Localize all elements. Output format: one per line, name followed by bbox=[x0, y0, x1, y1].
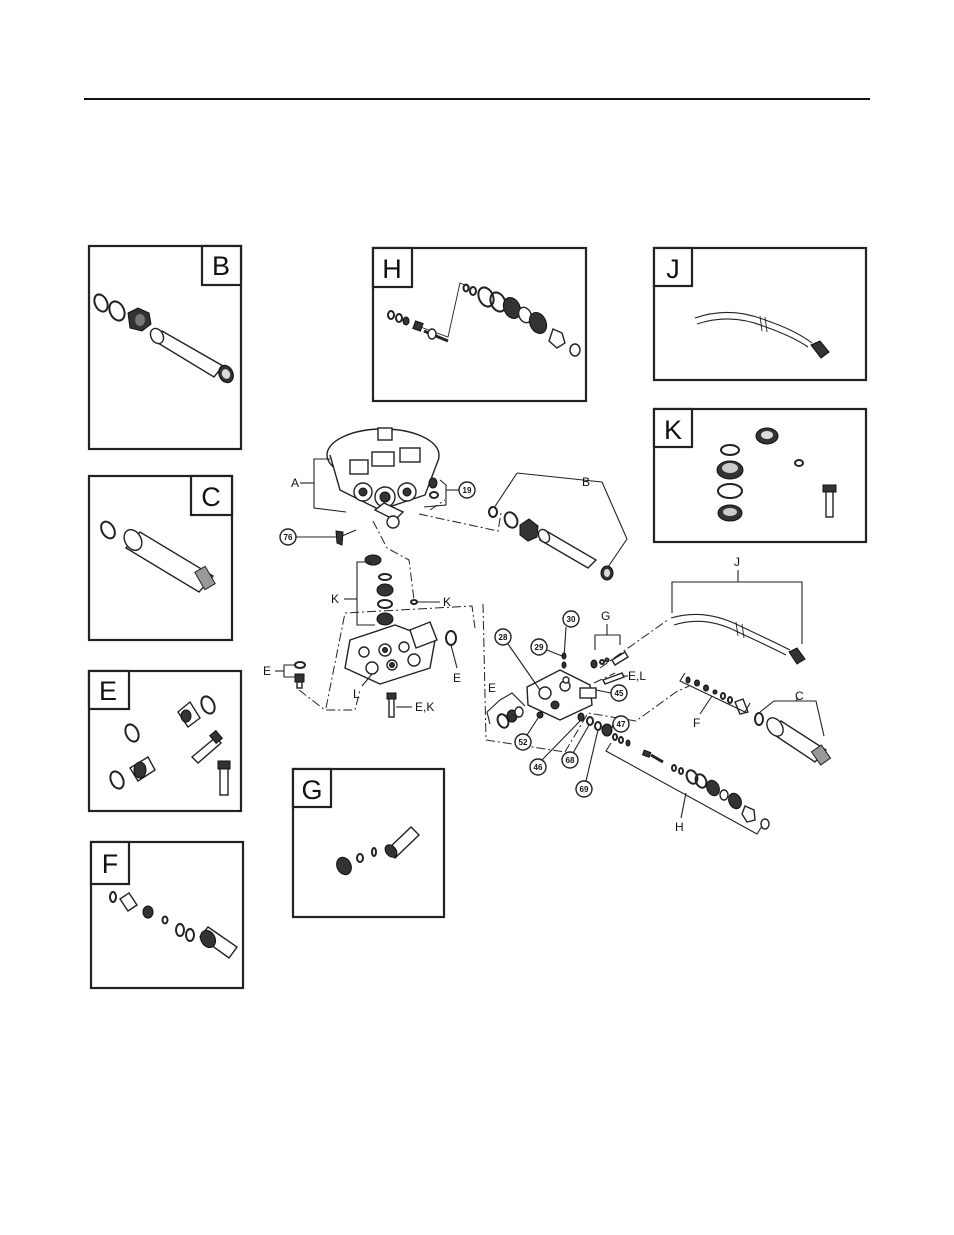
callout-e-k: E,K bbox=[415, 700, 434, 714]
inset-j-letter: J bbox=[666, 254, 680, 284]
outlet-manifold bbox=[527, 670, 596, 720]
inset-f: F bbox=[91, 842, 243, 988]
callout-h: H bbox=[675, 820, 684, 834]
callout-k-left: K bbox=[331, 592, 339, 606]
inset-h: H bbox=[373, 248, 586, 401]
inset-g: G bbox=[293, 769, 444, 917]
callout-a: A bbox=[291, 476, 299, 490]
inset-j: J bbox=[654, 248, 866, 380]
callout-29: 29 bbox=[535, 643, 544, 652]
callout-52: 52 bbox=[519, 738, 528, 747]
callout-28: 28 bbox=[499, 633, 508, 642]
inset-c-letter: C bbox=[201, 482, 221, 512]
inset-k: K bbox=[654, 409, 866, 542]
callout-45: 45 bbox=[615, 689, 624, 698]
callout-j: J bbox=[734, 555, 740, 569]
callout-76: 76 bbox=[284, 533, 293, 542]
callout-47: 47 bbox=[617, 720, 626, 729]
callout-e-mid: E bbox=[488, 681, 496, 695]
callout-f: F bbox=[693, 716, 700, 730]
callout-l: L bbox=[353, 687, 360, 701]
inset-e: E bbox=[89, 671, 241, 811]
crankcase-assembly bbox=[327, 428, 439, 528]
callout-k-right: K bbox=[443, 595, 451, 609]
inset-b: B bbox=[89, 246, 241, 449]
inset-k-letter: K bbox=[664, 415, 682, 445]
callout-e-left: E bbox=[263, 664, 271, 678]
callout-g: G bbox=[601, 609, 610, 623]
callout-19: 19 bbox=[463, 486, 472, 495]
inset-e-letter: E bbox=[99, 676, 117, 706]
callout-e-l: E,L bbox=[628, 669, 646, 683]
callout-46: 46 bbox=[534, 763, 543, 772]
callout-c: C bbox=[795, 689, 804, 703]
pump-head-block bbox=[345, 622, 437, 684]
inset-h-letter: H bbox=[382, 254, 402, 284]
inset-g-letter: G bbox=[301, 775, 322, 805]
callout-e-left2: E bbox=[453, 671, 461, 685]
callout-69: 69 bbox=[580, 785, 589, 794]
inset-b-letter: B bbox=[212, 251, 230, 281]
inset-f-letter: F bbox=[102, 849, 119, 879]
callout-68: 68 bbox=[566, 756, 575, 765]
inset-c: C bbox=[89, 476, 232, 640]
callout-b: B bbox=[582, 475, 590, 489]
callout-30: 30 bbox=[567, 615, 576, 624]
